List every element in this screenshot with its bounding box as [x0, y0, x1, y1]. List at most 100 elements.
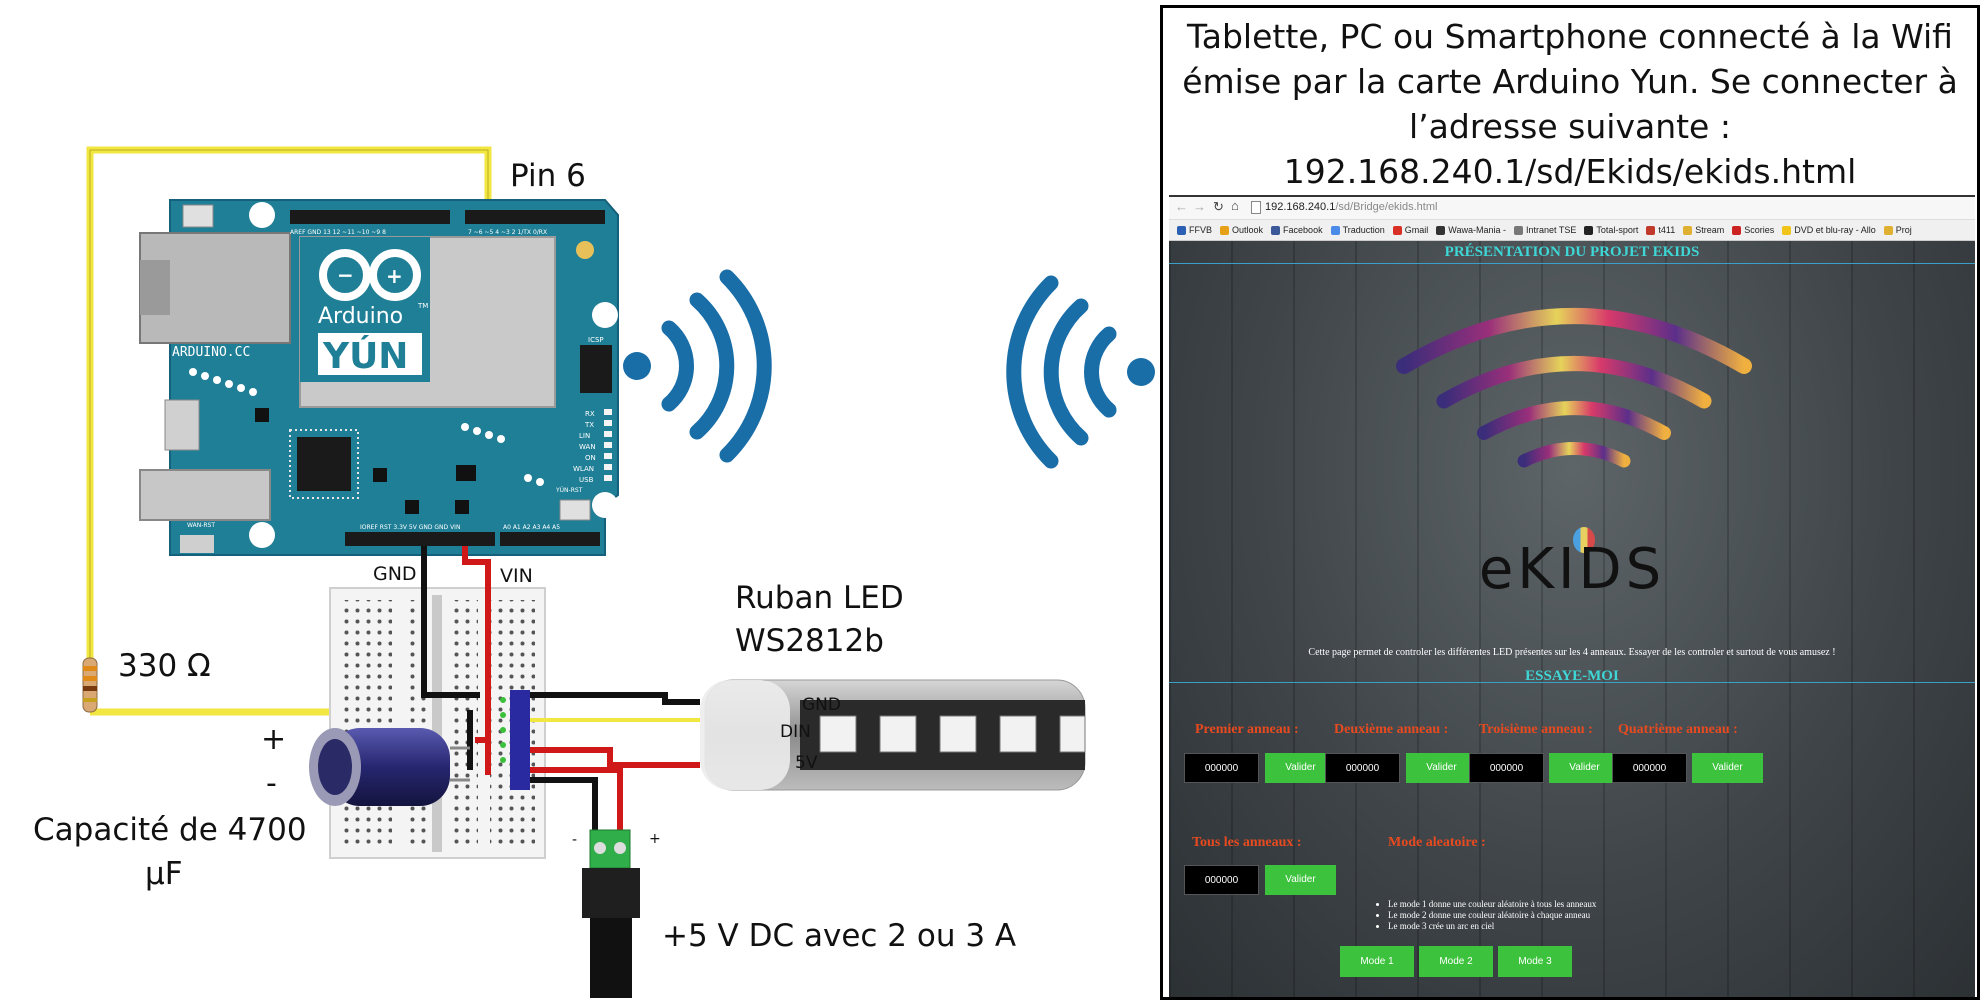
svg-text:+: + — [386, 264, 403, 288]
all-rings-validate-button[interactable]: Valider — [1265, 865, 1336, 895]
all-rings-color-input[interactable]: 000000 — [1184, 865, 1259, 895]
browser-wifi-icon — [1006, 275, 1155, 469]
svg-text:A0 A1 A2 A3 A4 A5: A0 A1 A2 A3 A4 A5 — [503, 524, 560, 531]
dc-power-jack — [582, 829, 640, 998]
board-site-text: ARDUINO.CC — [172, 345, 250, 360]
strip-din-label: DIN — [780, 722, 811, 742]
strip-gnd-label: GND — [802, 695, 841, 715]
bookmark-icon — [1513, 226, 1523, 236]
bookmark-item[interactable]: Gmail — [1392, 220, 1428, 240]
mode3-button[interactable]: Mode 3 — [1498, 946, 1572, 977]
random-mode-label: Mode aleatoire : — [1388, 835, 1486, 850]
jack-minus-label: - — [572, 832, 578, 848]
led-strip-label-line1: Ruban LED — [735, 580, 904, 616]
ring4-label: Quatrième anneau : — [1618, 722, 1738, 737]
ring3-validate-button[interactable]: Valider — [1549, 753, 1620, 783]
strip-5v-label: 5V — [795, 753, 818, 773]
forward-icon[interactable]: → — [1193, 199, 1206, 214]
capacitor — [309, 728, 470, 806]
ekids-page: PRÉSENTATION DU PROJET EKIDS — [1169, 241, 1975, 997]
mode1-button[interactable]: Mode 1 — [1340, 946, 1414, 977]
ring1-color-input[interactable]: 000000 — [1184, 753, 1259, 783]
bookmark-icon — [1177, 226, 1186, 236]
bookmark-item[interactable]: Proj — [1883, 220, 1912, 240]
svg-text:AREF GND 13 12 ~11 ~10 ~9 8: AREF GND 13 12 ~11 ~10 ~9 8 — [290, 229, 386, 236]
bookmark-icon — [1683, 226, 1693, 236]
svg-text:YÚN-RST: YÚN-RST — [555, 487, 583, 494]
browser-window: ← → ↻ ⌂ 192.168.240.1/sd/Bridge/ekids.ht… — [1169, 195, 1975, 997]
bookmark-item[interactable]: Facebook — [1271, 220, 1323, 240]
bookmark-item[interactable]: FFVB — [1177, 220, 1212, 240]
bookmark-item[interactable]: Intranet TSE — [1513, 220, 1576, 240]
try-it-heading: ESSAYE-MOI — [1525, 668, 1619, 684]
svg-text:WAN-RST: WAN-RST — [187, 522, 215, 529]
vin-label: VIN — [500, 565, 533, 587]
breadboard — [329, 587, 546, 859]
svg-text:ON: ON — [585, 454, 596, 462]
svg-text:7 ~6 ~5 4 ~3 2 1/TX 0/RX: 7 ~6 ~5 4 ~3 2 1/TX 0/RX — [468, 229, 547, 236]
bookmark-item[interactable]: Stream — [1683, 220, 1724, 240]
bookmark-icon — [1883, 226, 1893, 236]
home-icon[interactable]: ⌂ — [1231, 198, 1239, 213]
board-model-text: YÚN — [322, 335, 408, 377]
led-strip-label-line2: WS2812b — [735, 623, 884, 659]
device-panel: Tablette, PC ou Smartphone connecté à la… — [1160, 5, 1980, 1000]
bookmark-item[interactable]: Outlook — [1220, 220, 1263, 240]
ring2-validate-button[interactable]: Valider — [1406, 753, 1477, 783]
list-item: Le mode 2 donne une couleur aléatoire à … — [1388, 910, 1648, 921]
bookmark-icon — [1392, 226, 1402, 236]
page-title: PRÉSENTATION DU PROJET EKIDS — [1444, 244, 1700, 260]
ring2-color-input[interactable]: 000000 — [1325, 753, 1400, 783]
ring1-label: Premier anneau : — [1195, 722, 1299, 737]
bookmark-icon — [1436, 226, 1446, 236]
logo-dot-icon — [1573, 527, 1595, 553]
bookmarks-bar: FFVB Outlook Facebook Traduction Gmail Wawa-M… — [1169, 220, 1975, 241]
ekids-logo-arcs — [1396, 308, 1752, 468]
mode2-button[interactable]: Mode 2 — [1419, 946, 1493, 977]
board-wifi-icon — [623, 269, 772, 463]
svg-text:IOREF RST 3.3V 5V GND GND VIN: IOREF RST 3.3V 5V GND GND VIN — [360, 524, 460, 531]
svg-text:WLAN: WLAN — [573, 465, 594, 473]
bookmark-icon — [1330, 226, 1340, 236]
bookmark-icon — [1584, 226, 1594, 236]
led-strip — [700, 679, 1086, 791]
bookmark-icon — [1646, 226, 1656, 236]
back-icon[interactable]: ← — [1175, 199, 1188, 214]
reload-icon[interactable]: ↻ — [1213, 199, 1224, 214]
svg-text:ICSP: ICSP — [588, 336, 604, 344]
page-icon — [1251, 201, 1261, 214]
all-rings-label: Tous les anneaux : — [1192, 835, 1302, 850]
bookmark-item[interactable]: DVD et blu-ray - Allo — [1782, 220, 1876, 240]
ring3-label: Troisième anneau : — [1479, 722, 1593, 737]
bookmark-item[interactable]: t411 — [1646, 220, 1675, 240]
bookmark-icon — [1271, 226, 1281, 236]
bookmark-item[interactable]: Wawa-Mania - — [1436, 220, 1506, 240]
page-description: Cette page permet de controler les diffé… — [1308, 647, 1836, 658]
bookmark-item[interactable]: Traduction — [1330, 220, 1385, 240]
random-mode-list: Le mode 1 donne une couleur aléatoire à … — [1374, 899, 1648, 932]
power-supply-label: +5 V DC avec 2 ou 3 A — [662, 918, 1017, 954]
resistor — [82, 657, 98, 713]
bookmark-item[interactable]: Scories — [1732, 220, 1774, 240]
svg-text:WAN: WAN — [579, 443, 596, 451]
address-bar[interactable]: 192.168.240.1/sd/Bridge/ekids.html — [1265, 201, 1438, 213]
jack-plus-label: + — [649, 831, 661, 847]
bookmark-item[interactable]: Total-sport — [1584, 220, 1638, 240]
pin6-label: Pin 6 — [510, 158, 586, 194]
capacitor-plus-label: + — [261, 722, 287, 757]
ring4-color-input[interactable]: 000000 — [1612, 753, 1687, 783]
resistor-label: 330 Ω — [118, 648, 211, 684]
capacitor-minus-label: - — [266, 766, 277, 801]
list-item: Le mode 1 donne une couleur aléatoire à … — [1388, 899, 1648, 910]
ring1-validate-button[interactable]: Valider — [1265, 753, 1336, 783]
board-brand-text: Arduino — [318, 304, 403, 329]
black-gnd-wire — [421, 546, 700, 770]
ring4-validate-button[interactable]: Valider — [1692, 753, 1763, 783]
black-jack-wire — [520, 777, 598, 830]
svg-text:−: − — [337, 263, 354, 287]
svg-text:USB: USB — [579, 476, 594, 484]
ring2-label: Deuxième anneau : — [1334, 722, 1449, 737]
ring3-color-input[interactable]: 000000 — [1469, 753, 1544, 783]
svg-text:RX: RX — [585, 410, 595, 418]
